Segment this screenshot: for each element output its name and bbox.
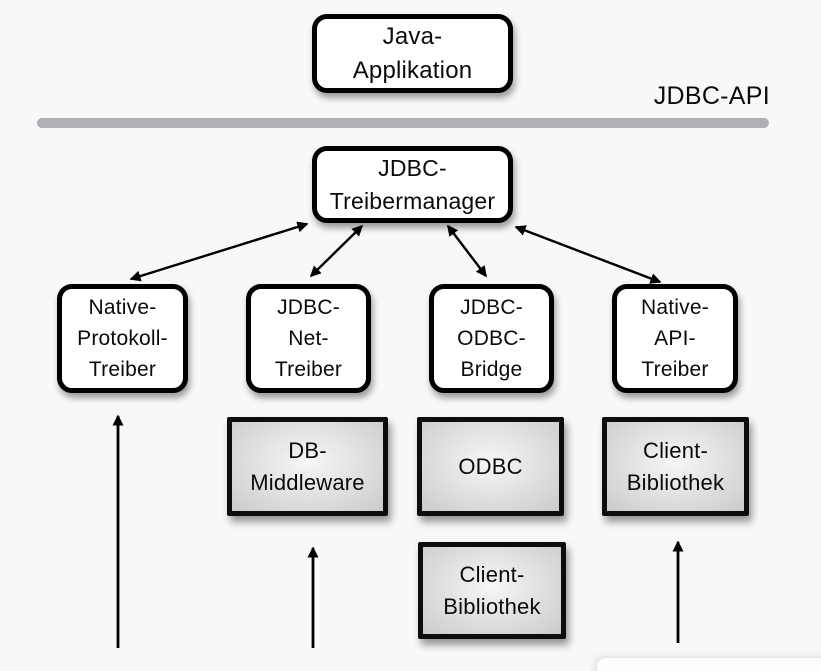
node-jdbc-treibermanager: JDBC- Treibermanager xyxy=(312,146,513,223)
arrow-manager-jdbc-odbc xyxy=(447,224,487,278)
arrow-manager-native-api xyxy=(514,225,662,284)
cutoff-box-bottom-right xyxy=(597,658,821,671)
node-native-api-treiber: Native- API- Treiber xyxy=(612,284,738,393)
node-native-protokoll-treiber: Native- Protokoll- Treiber xyxy=(57,284,188,393)
arrow-manager-native-protokoll xyxy=(129,221,309,282)
arrow-manager-jdbc-net xyxy=(309,224,364,278)
node-db-middleware: DB- Middleware xyxy=(227,417,388,516)
node-client-bibliothek-right: Client- Bibliothek xyxy=(602,417,749,516)
node-java-applikation: Java- Applikation xyxy=(312,14,513,93)
node-client-bibliothek-bottom: Client- Bibliothek xyxy=(418,542,566,639)
node-jdbc-odbc-bridge: JDBC- ODBC- Bridge xyxy=(429,284,554,393)
node-jdbc-net-treiber: JDBC- Net- Treiber xyxy=(246,284,371,393)
node-odbc: ODBC xyxy=(417,417,564,516)
jdbc-api-label: JDBC-API xyxy=(653,82,770,110)
jdbc-api-divider xyxy=(37,118,769,128)
